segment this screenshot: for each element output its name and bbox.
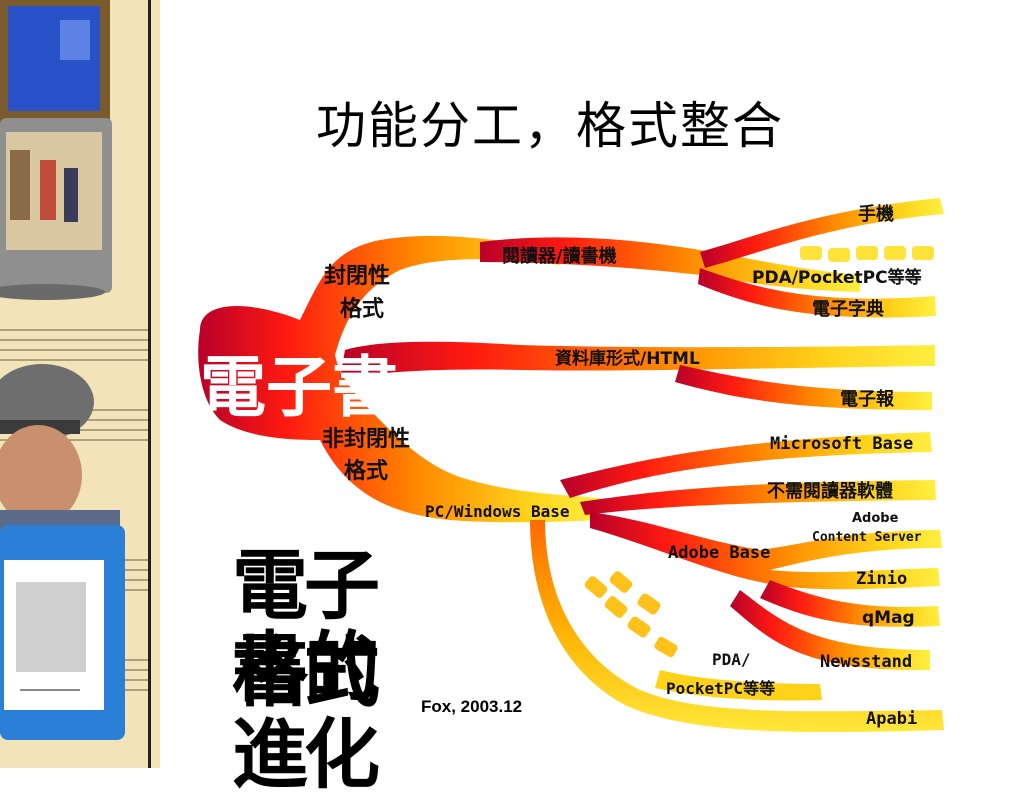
node-pda-top: PDA/PocketPC等等 <box>752 267 922 288</box>
branch-reader <box>480 237 860 292</box>
closed-format-label-line1: 封閉性 <box>324 264 390 289</box>
branch-pda-bottom <box>655 670 822 701</box>
node-newspaper: 電子報 <box>840 388 895 410</box>
branch-newspaper <box>675 365 932 410</box>
slide: 功能分工，格式整合 <box>0 0 944 796</box>
branch-microsoft <box>560 432 932 498</box>
node-pda-bottom-line1: PDA/ <box>712 650 751 669</box>
caption-credit: Fox, 2003.12 <box>421 697 523 716</box>
branch-no-reader <box>580 480 936 515</box>
node-zinio: Zinio <box>856 569 907 589</box>
root-label: 電子書 <box>200 348 398 426</box>
node-mobile: 手機 <box>858 203 894 225</box>
branch-trunk-down <box>530 520 944 733</box>
node-adobe-cs-line2: Content Server <box>812 530 922 545</box>
decorative-collage-strip <box>0 0 160 768</box>
branch-qmag <box>760 580 940 627</box>
node-database: 資料庫形式/HTML <box>555 348 700 369</box>
open-format-label-line2: 格式 <box>344 458 388 484</box>
node-qmag: qMag <box>862 608 915 628</box>
node-adobe-cs-line1: Adobe <box>852 511 899 526</box>
caption-line1: 電子書的 <box>232 541 380 712</box>
node-pda-bottom-line2: PocketPC等等 <box>666 679 775 698</box>
branch-dictionary <box>698 268 936 318</box>
node-reader: 閱讀器/讀書機 <box>502 245 617 267</box>
open-format-label-line1: 非封閉性 <box>322 427 410 452</box>
closed-format-label-line2: 格式 <box>340 296 384 322</box>
node-adobe-base: Adobe Base <box>668 543 770 563</box>
node-newsstand: Newsstand <box>820 652 912 672</box>
node-dictionary: 電子字典 <box>812 298 884 320</box>
root-blob <box>198 235 600 523</box>
branch-mobile <box>700 198 944 268</box>
page-title: 功能分工，格式整合 <box>316 97 784 155</box>
node-pc-windows: PC/Windows Base <box>425 502 570 521</box>
branch-database <box>340 341 935 378</box>
format-evolution-diagram: 電子書 封閉性 格式 非封閉性 格式 閱讀器/讀書機 手機 PDA/Pocket… <box>198 198 944 733</box>
caption-line2: 格式進化 <box>232 628 380 799</box>
branch-newsstand <box>730 590 930 671</box>
collage-illustration <box>0 0 160 768</box>
branch-adobe <box>590 512 942 590</box>
node-no-reader: 不需閱讀器軟體 <box>767 480 893 502</box>
dashed-branch-pda-bottom <box>584 571 678 658</box>
node-microsoft: Microsoft Base <box>770 434 913 454</box>
node-apabi: Apabi <box>866 709 917 729</box>
dashed-branch-pda <box>800 246 934 262</box>
